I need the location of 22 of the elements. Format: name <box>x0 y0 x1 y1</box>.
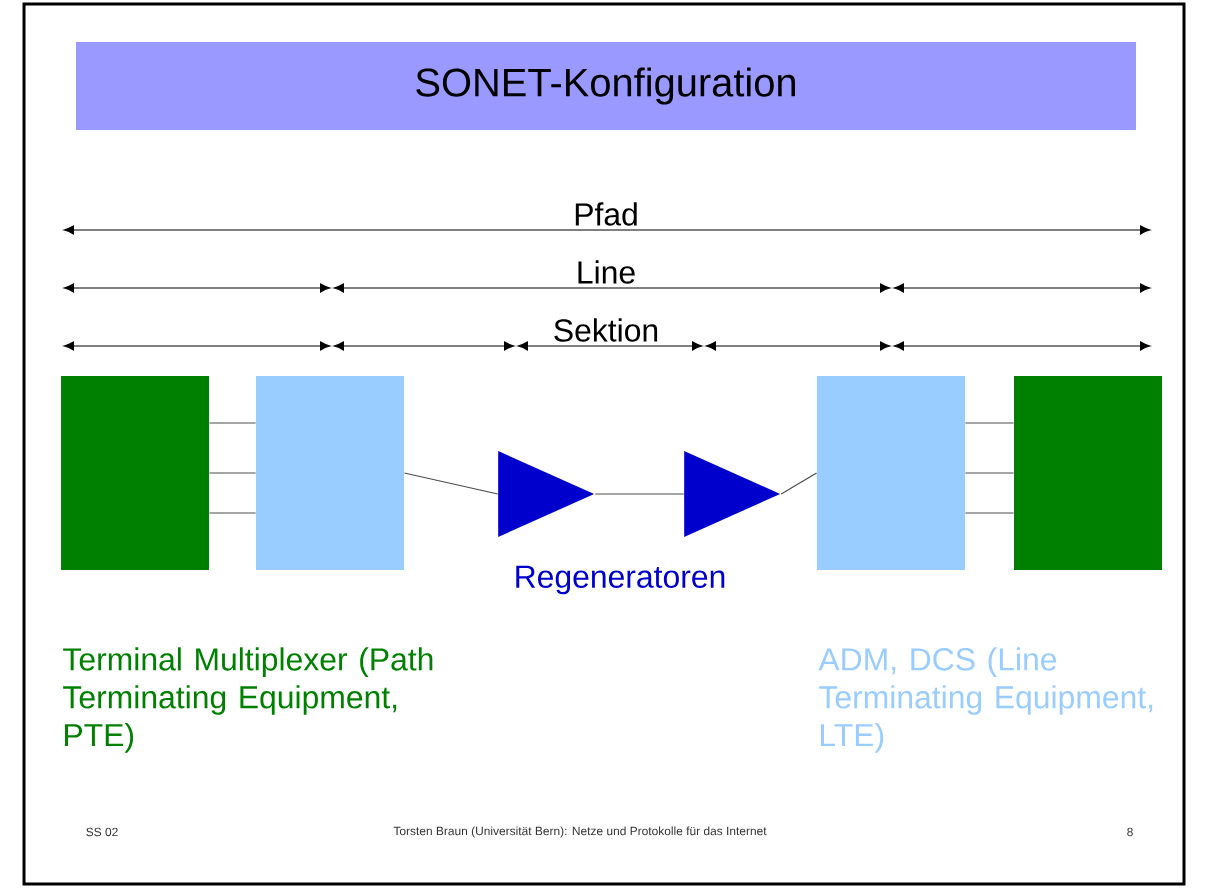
dimension-label: Pfad <box>570 199 642 229</box>
connector-line <box>594 493 685 495</box>
equipment-box <box>1014 376 1162 570</box>
connector-line <box>208 422 257 424</box>
connector-line <box>964 472 1015 474</box>
connector-line <box>208 472 257 474</box>
equipment-box <box>256 376 404 570</box>
connector-line <box>964 422 1015 424</box>
equipment-box <box>817 376 965 570</box>
equipment-box <box>61 376 209 570</box>
dimension-label: Sektion <box>549 315 663 345</box>
connector-line <box>403 472 499 495</box>
connector-line <box>780 472 818 495</box>
title-banner: SONET-Konfiguration <box>76 42 1136 130</box>
amplifier-triangle <box>498 451 595 537</box>
caption-text: Terminal Multiplexer (Path Terminating Equipment, PTE) <box>63 647 433 753</box>
connector-line <box>208 512 257 514</box>
dimension-label: Line <box>572 257 640 287</box>
amplifier-triangle <box>684 451 781 537</box>
connector-line <box>964 512 1015 514</box>
regenerator-label: Regeneratoren <box>516 565 725 595</box>
caption-text: ADM, DCS (Line Terminating Equipment, LTE) <box>818 647 1153 753</box>
